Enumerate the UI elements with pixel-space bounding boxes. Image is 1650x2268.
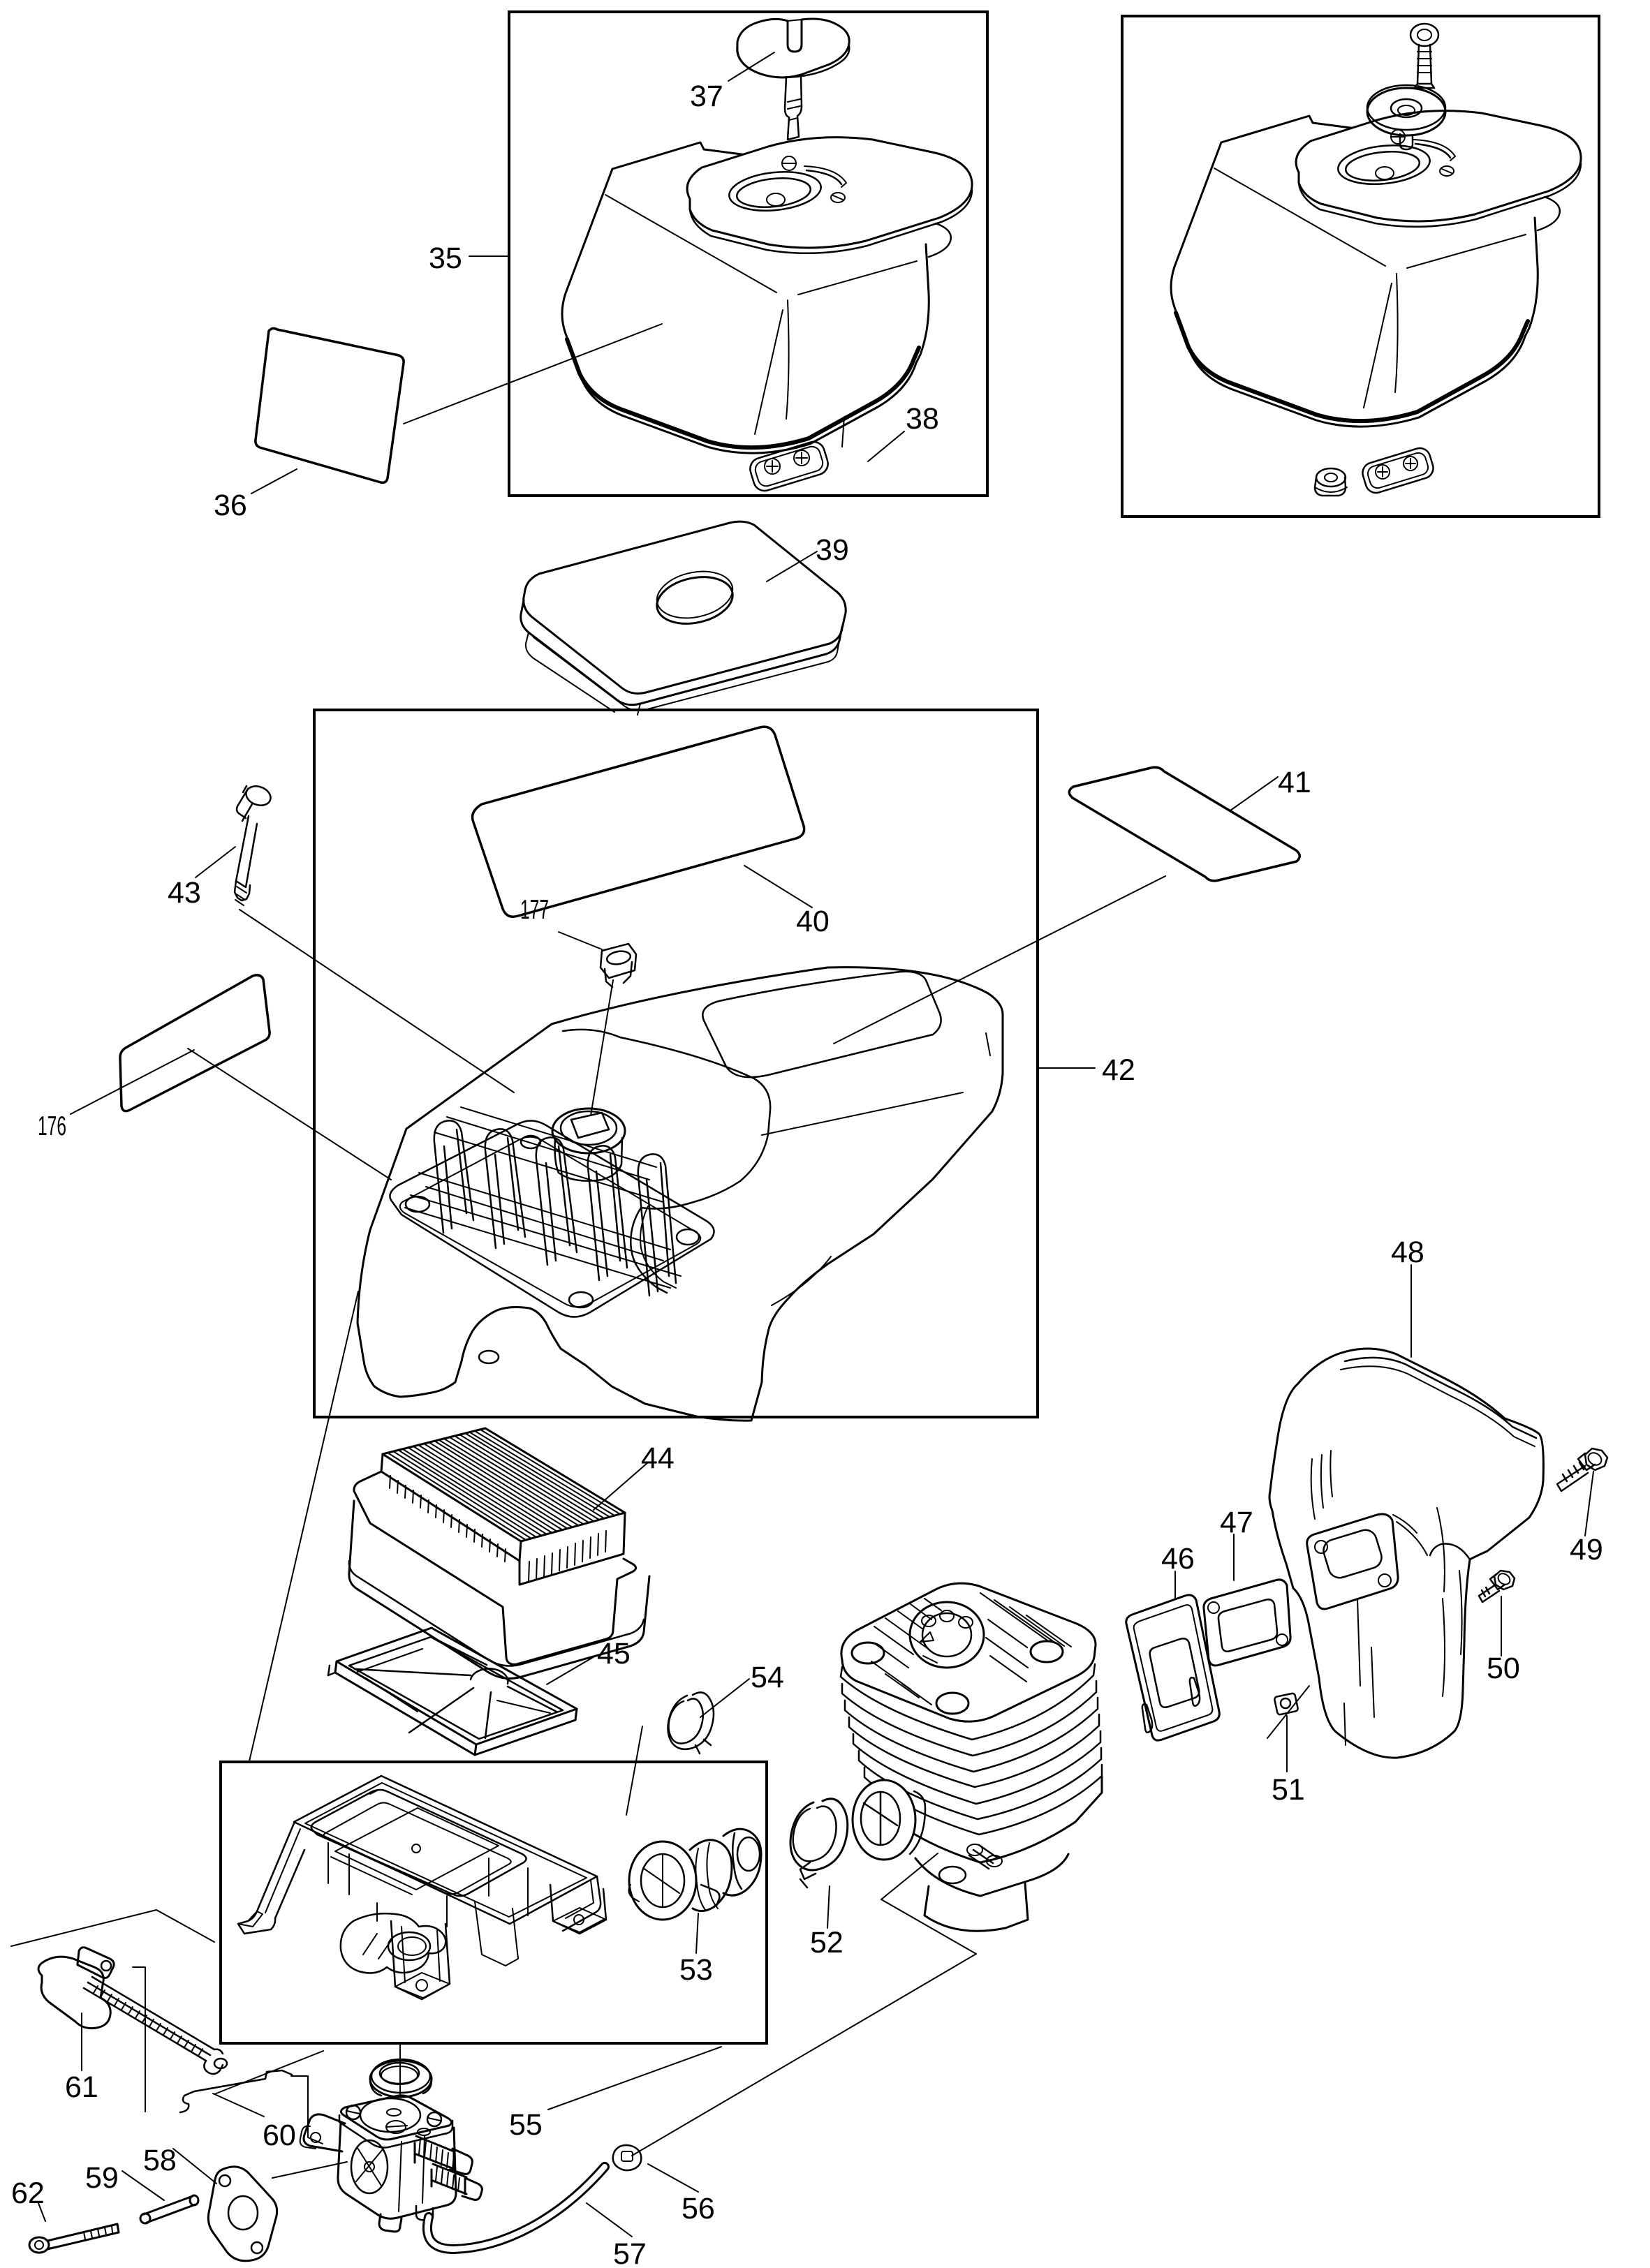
svg-text:49: 49 (1570, 1533, 1603, 1566)
svg-text:39: 39 (816, 533, 849, 567)
svg-text:37: 37 (690, 80, 723, 113)
svg-text:41: 41 (1278, 766, 1311, 799)
svg-text:38: 38 (906, 402, 939, 436)
svg-text:59: 59 (85, 2161, 119, 2195)
svg-text:55: 55 (509, 2108, 543, 2142)
svg-text:176: 176 (38, 1111, 66, 1141)
svg-text:44: 44 (641, 1441, 675, 1475)
svg-text:53: 53 (679, 1953, 713, 1987)
svg-text:50: 50 (1487, 1652, 1520, 1685)
svg-text:46: 46 (1161, 1542, 1195, 1576)
svg-text:36: 36 (214, 489, 247, 522)
svg-text:51: 51 (1272, 1773, 1305, 1807)
svg-text:57: 57 (613, 2237, 647, 2268)
svg-text:43: 43 (168, 876, 201, 910)
svg-text:42: 42 (1102, 1053, 1135, 1087)
svg-text:60: 60 (263, 2119, 296, 2152)
svg-text:48: 48 (1391, 1236, 1424, 1269)
svg-text:54: 54 (751, 1661, 784, 1694)
svg-text:47: 47 (1220, 1506, 1253, 1539)
svg-text:40: 40 (796, 905, 830, 938)
svg-text:52: 52 (810, 1926, 844, 1959)
svg-text:61: 61 (65, 2070, 98, 2104)
svg-text:56: 56 (682, 2192, 715, 2225)
svg-text:35: 35 (429, 242, 462, 275)
svg-text:177: 177 (520, 895, 549, 925)
svg-text:58: 58 (143, 2144, 177, 2177)
